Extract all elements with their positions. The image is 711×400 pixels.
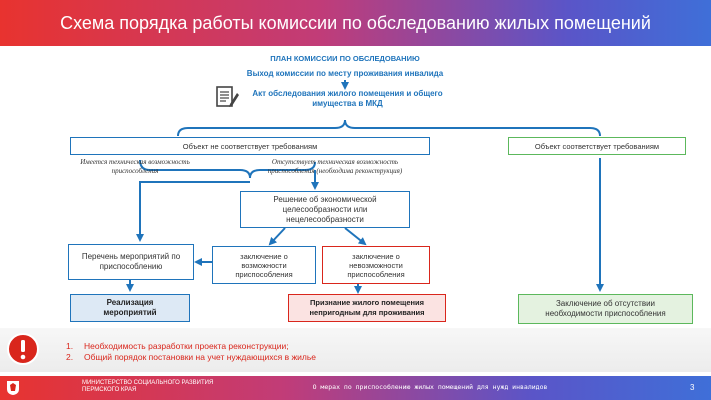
impossible-box: заключение о невозможности приспособлени… <box>322 246 430 284</box>
act-label: Акт обследования жилого помещения и обще… <box>252 89 443 108</box>
decision-box: Решение об экономической целесообразност… <box>240 191 410 228</box>
note-item: 1.Необходимость разработки проекта рекон… <box>66 341 289 351</box>
alert-icon <box>7 333 39 365</box>
compliant-box: Объект соответствует требованиям <box>508 137 686 155</box>
header-bar <box>0 0 711 46</box>
document-icon <box>216 86 239 107</box>
arrow-to-measures <box>136 181 250 242</box>
has-tech-note: Имеется техническая возможность приспосо… <box>80 158 190 175</box>
visit-label: Выход комиссии по месту проживания инвал… <box>246 69 444 78</box>
page-number: 3 <box>690 383 695 392</box>
possible-box: заключение о возможности приспособления <box>212 246 316 284</box>
brace-tech <box>139 159 316 179</box>
page-title: Схема порядка работы комиссии по обследо… <box>60 13 651 33</box>
note-item: 2.Общий порядок постановки на учет нужда… <box>66 352 317 362</box>
unfit-box: Признание жилого помещения непригодным д… <box>288 294 446 322</box>
notes-list: 1.Необходимость разработки проекта рекон… <box>66 341 316 363</box>
footer-bar <box>0 376 711 400</box>
arrow-to-impossible <box>344 227 367 246</box>
implementation-box: Реализация мероприятий <box>70 294 190 322</box>
measures-box: Перечень мероприятий по приспособлению <box>68 244 194 280</box>
not-compliant-box: Объект не соответствует требованиям <box>70 137 430 155</box>
plan-label: ПЛАН КОМИССИИ ПО ОБСЛЕДОВАНИЮ <box>270 54 420 63</box>
brace-outcomes <box>177 119 601 137</box>
footer-ministry: МИНИСТЕРСТВО СОЦИАЛЬНОГО РАЗВИТИЯ ПЕРМСК… <box>82 380 214 393</box>
footer-subject: О мерах по приспособлению жилых помещени… <box>312 383 548 391</box>
coat-of-arms-icon <box>7 381 19 395</box>
notes-panel <box>0 328 711 372</box>
arrow-to-possible <box>268 227 286 246</box>
absence-box: Заключение об отсутствии необходимости п… <box>518 294 693 324</box>
no-tech-note: Отсутствует техническая возможность прис… <box>267 158 403 175</box>
